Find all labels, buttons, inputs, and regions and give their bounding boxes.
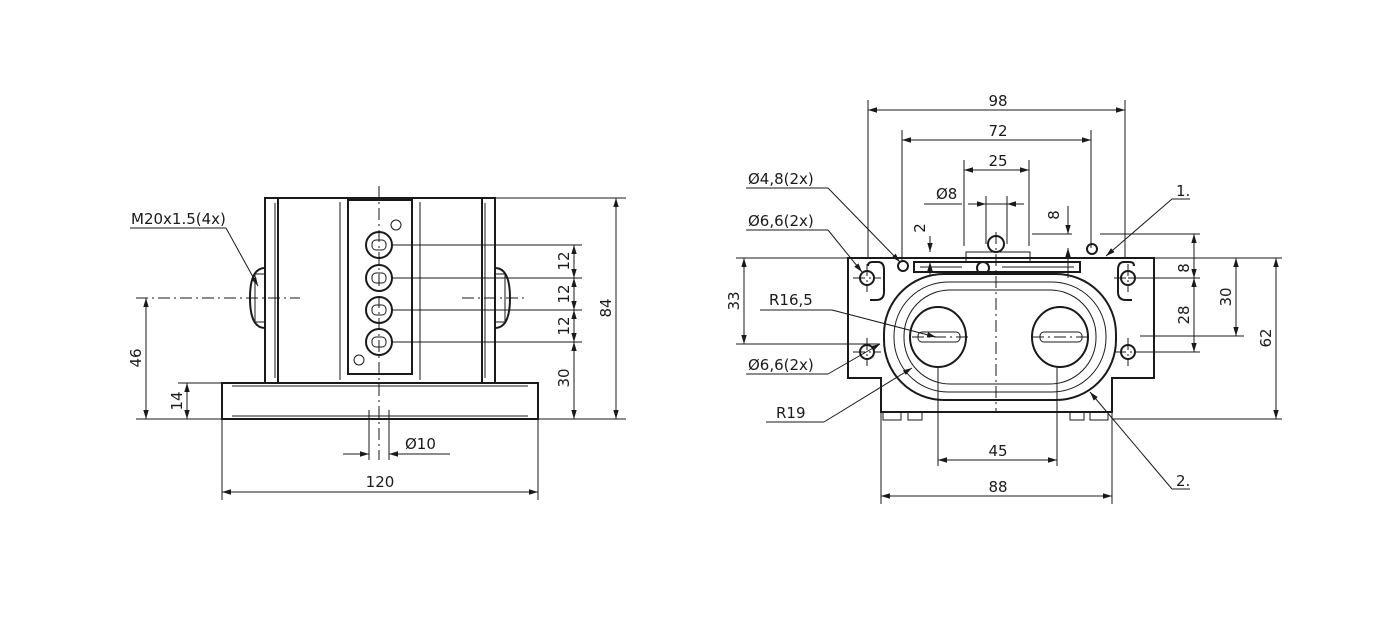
thread-callout: M20x1.5(4x) bbox=[131, 210, 226, 228]
dim-72: 72 bbox=[988, 122, 1007, 140]
dim-62: 62 bbox=[1257, 328, 1275, 347]
dim-30-right: 30 bbox=[1217, 287, 1235, 306]
right-bracket bbox=[1117, 261, 1135, 301]
top-view: 98 72 25 Ø8 2 8 Ø4,8(2x) Ø6,6(2x) Ø6,6(2… bbox=[725, 92, 1282, 504]
dim-33: 33 bbox=[725, 291, 743, 310]
callout-r165: R16,5 bbox=[769, 291, 813, 309]
item-2: 2. bbox=[1176, 472, 1190, 490]
dim-88: 88 bbox=[988, 478, 1007, 496]
dim-25: 25 bbox=[988, 152, 1007, 170]
dim-120: 120 bbox=[366, 473, 395, 491]
dim-28: 28 bbox=[1175, 305, 1193, 324]
hole-8 bbox=[976, 261, 990, 275]
base-plate bbox=[221, 382, 539, 420]
left-bracket bbox=[867, 261, 885, 301]
hole-48-left bbox=[897, 260, 909, 272]
dim-45: 45 bbox=[988, 442, 1007, 460]
dim-14: 14 bbox=[168, 391, 186, 410]
dim-pitch-3: 12 bbox=[555, 316, 573, 335]
dim-46: 46 bbox=[127, 348, 145, 367]
callout-hole-66-top: Ø6,6(2x) bbox=[748, 212, 814, 230]
dim-pitch-1: 12 bbox=[555, 251, 573, 270]
callout-r19: R19 bbox=[776, 404, 806, 422]
dim-2: 2 bbox=[911, 223, 929, 233]
callout-d8: Ø8 bbox=[936, 185, 957, 203]
dim-pitch-2: 12 bbox=[555, 284, 573, 303]
main-housing bbox=[883, 273, 1117, 401]
dim-98: 98 bbox=[988, 92, 1007, 110]
callout-hole-48: Ø4,8(2x) bbox=[748, 170, 814, 188]
callout-hole-66-bottom: Ø6,6(2x) bbox=[748, 356, 814, 374]
center-insert bbox=[347, 199, 413, 375]
item-1: 1. bbox=[1176, 182, 1190, 200]
dim-84: 84 bbox=[597, 298, 615, 317]
side-view: M20x1.5(4x) 84 12 12 12 30 46 14 120 Ø10 bbox=[127, 186, 626, 500]
dim-8-top: 8 bbox=[1045, 210, 1063, 220]
dim-30: 30 bbox=[555, 368, 573, 387]
dim-8-right: 8 bbox=[1175, 263, 1193, 273]
contact-pins bbox=[365, 231, 393, 356]
dim-bore: Ø10 bbox=[405, 435, 436, 453]
hole-48-right bbox=[1086, 243, 1098, 255]
